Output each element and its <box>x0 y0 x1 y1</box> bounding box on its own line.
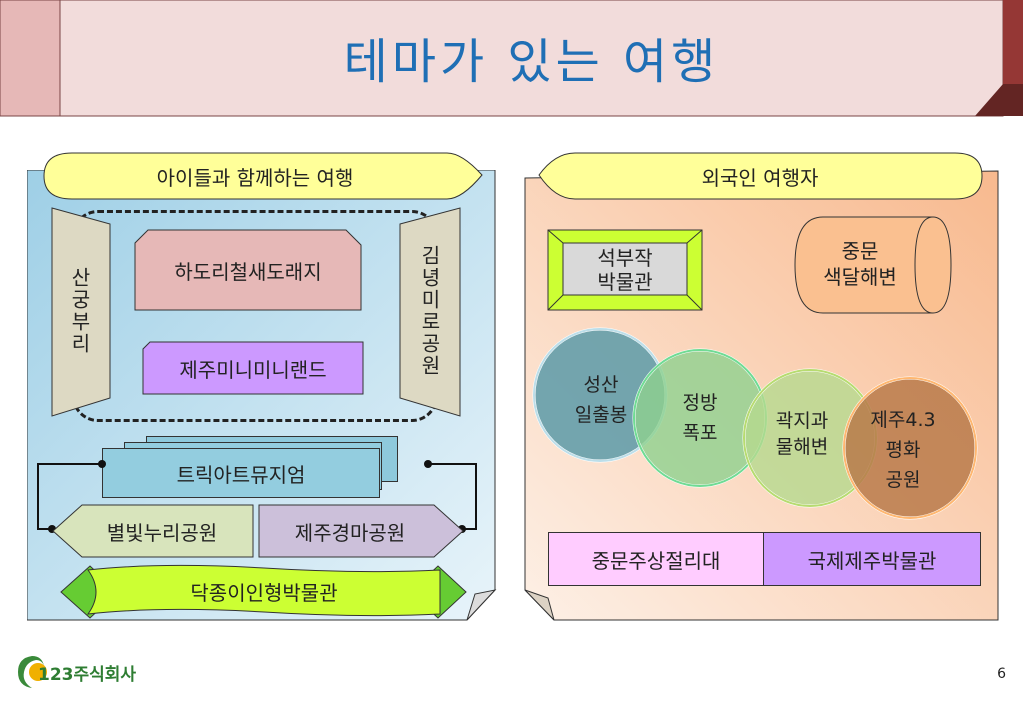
drum-label: 중문 색달해변 <box>800 232 920 296</box>
bevel-box-label: 석부작 박물관 <box>564 244 686 296</box>
left-arrow-label: 별빛누리공원 <box>106 520 218 545</box>
purple-box-shape <box>142 341 364 395</box>
logo-swirl-icon <box>18 656 47 688</box>
right-banner-label: 외국인 여행자 <box>701 165 819 190</box>
circle-3-label: 곽지과 물해변 <box>764 406 840 462</box>
company-logo: 123주식회사 <box>12 652 152 692</box>
circles-group <box>532 327 978 520</box>
purple-box-label: 제주미니미니랜드 <box>179 357 327 382</box>
circle-1-label: 성산 일출봉 <box>560 370 642 430</box>
connector-lines <box>37 460 477 533</box>
bottom-right-box: 국제제주박물관 <box>763 532 981 586</box>
ribbon-label: 닥종이인형박물관 <box>190 580 338 605</box>
bevel-box-line-1: 석부작 <box>597 246 653 270</box>
drum-shape <box>794 216 952 314</box>
bevel-box-line-2: 박물관 <box>597 270 653 294</box>
circle-4-line-2: 평화 <box>885 439 921 461</box>
right-arrow-label: 제주경마공원 <box>294 520 406 545</box>
left-banner-label: 아이들과 함께하는 여행 <box>156 165 354 190</box>
bottom-left-box: 중문주상절리대 <box>548 532 764 586</box>
bevel-box-shape <box>547 229 703 311</box>
circle-4-label: 제주4.3 평화 공원 <box>858 402 948 498</box>
right-vertical-shape <box>399 207 461 417</box>
circle-3-line-2: 물해변 <box>775 436 829 458</box>
drum-line-2: 색달해변 <box>823 265 897 289</box>
ribbon-shape <box>60 564 467 619</box>
circle-3-line-1: 곽지과 <box>775 410 829 432</box>
left-arrow-shape <box>52 504 254 558</box>
pink-box-shape <box>134 229 362 311</box>
right-arrow-shape <box>258 504 464 558</box>
right-banner-shape <box>538 152 983 200</box>
stack-front-box: 트릭아트뮤지엄 <box>102 448 380 498</box>
right-vertical-label: 김녕미로공원 <box>417 245 442 377</box>
circle-1-line-1: 성산 <box>583 374 619 396</box>
left-vertical-label: 산궁부리 <box>67 267 92 355</box>
circle-1-line-2: 일출봉 <box>574 404 628 426</box>
logo-text: 123주식회사 <box>38 665 137 685</box>
page-title: 테마가 있는 여행 <box>343 34 720 90</box>
circle-4-line-3: 공원 <box>885 469 921 491</box>
pink-box-label: 하도리철새도래지 <box>174 259 322 284</box>
page-number: 6 <box>997 666 1006 682</box>
title-banner <box>0 0 1023 117</box>
left-vertical-shape <box>51 207 111 417</box>
drum-line-1: 중문 <box>841 239 879 263</box>
circle-2-line-2: 폭포 <box>682 422 718 444</box>
circle-2-label: 정방 폭포 <box>662 388 738 448</box>
circle-4-line-1: 제주4.3 <box>870 409 936 431</box>
left-banner-shape <box>43 152 483 200</box>
circle-2-line-1: 정방 <box>682 392 718 414</box>
